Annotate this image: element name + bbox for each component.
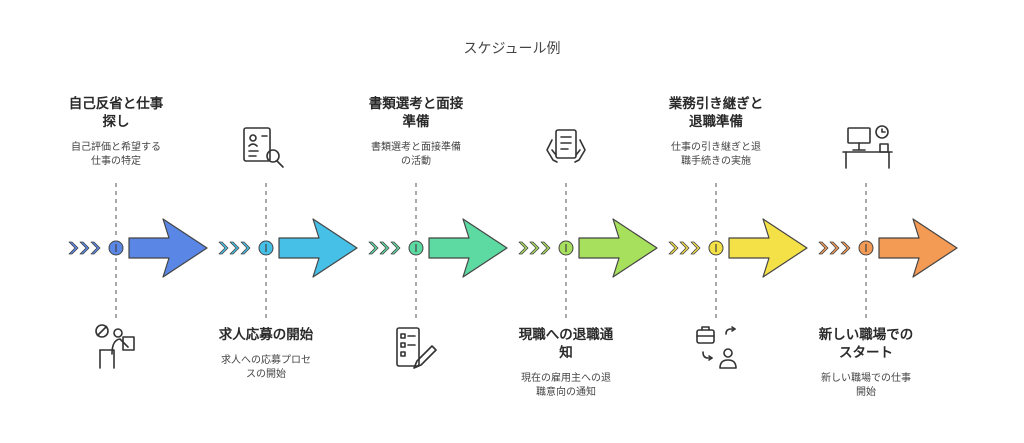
hands-document-icon xyxy=(546,129,586,163)
stage-1-chevron-1 xyxy=(68,241,79,255)
stage-6-title-line: スタート xyxy=(839,345,893,361)
stage-1-description: 自己評価と希望する仕事の特定 xyxy=(41,141,191,169)
stage-5-chevron-3 xyxy=(690,241,701,255)
stage-1-title-line: 自己反省と仕事 xyxy=(68,96,164,112)
stage-3-description: 書類選考と面接準備の活動 xyxy=(341,141,491,169)
briefcase-handover-icon xyxy=(696,326,737,369)
stage-2-description-line: 求人への応募プロセ xyxy=(221,355,311,366)
stage-2: 求人応募の開始求人への応募プロセスの開始 xyxy=(191,326,341,382)
stage-5-description-line: 仕事の引き継ぎと退 xyxy=(671,142,761,153)
stage-3-title-line: 準備 xyxy=(402,114,430,130)
stage-4-description: 現在の雇用主への退職意向の通知 xyxy=(491,372,641,400)
desk-clock-icon xyxy=(842,125,893,169)
stage-1-chevron-2 xyxy=(79,241,90,255)
stage-2-chevron-3 xyxy=(240,241,251,255)
stage-1-description-line: 仕事の特定 xyxy=(91,156,141,167)
stage-6-title-line: 新しい職場での xyxy=(818,327,914,343)
stage-6-arrow xyxy=(878,218,958,278)
stage-6-chevron-2 xyxy=(829,241,840,255)
stage-2-title: 求人応募の開始 xyxy=(191,326,341,344)
stage-5-description: 仕事の引き継ぎと退職手続きの実施 xyxy=(641,141,791,169)
stage-3-chevron-2 xyxy=(379,241,390,255)
diagram-title: スケジュール例 xyxy=(463,41,561,57)
stage-5-title: 業務引き継ぎと退職準備 xyxy=(641,95,791,131)
stage-2-chevron-2 xyxy=(229,241,240,255)
stage-3: 書類選考と面接準備書類選考と面接準備の活動 xyxy=(341,95,491,169)
stage-2-description-line: スの開始 xyxy=(246,369,286,380)
stage-5: 業務引き継ぎと退職準備仕事の引き継ぎと退職手続きの実施 xyxy=(641,95,791,169)
stage-1-title-line: 探し xyxy=(102,114,130,130)
stage-6-chevron-1 xyxy=(818,241,829,255)
stage-2-title-line: 求人応募の開始 xyxy=(218,327,314,343)
stage-5-chevron-1 xyxy=(668,241,679,255)
stage-5-chevron-2 xyxy=(679,241,690,255)
stage-6-description: 新しい職場での仕事開始 xyxy=(791,372,941,400)
stage-4-title-line: 知 xyxy=(559,345,573,361)
stage-3-chevron-3 xyxy=(390,241,401,255)
stage-4-title: 現職への退職通知 xyxy=(491,326,641,362)
stage-5-description-line: 職手続きの実施 xyxy=(681,156,751,167)
stage-1-chevron-3 xyxy=(90,241,101,255)
stage-1-description-line: 自己評価と希望する xyxy=(71,142,161,153)
stage-2-description: 求人への応募プロセスの開始 xyxy=(191,354,341,382)
stage-5-title-line: 退職準備 xyxy=(689,114,743,130)
stage-3-title-line: 書類選考と面接 xyxy=(368,96,464,112)
stage-3-description-line: の活動 xyxy=(401,156,431,167)
stage-4: 現職への退職通知現在の雇用主への退職意向の通知 xyxy=(491,326,641,400)
stage-4-description-line: 現在の雇用主への退 xyxy=(521,373,611,384)
stage-1: 自己反省と仕事探し自己評価と希望する仕事の特定 xyxy=(41,95,191,169)
stage-4-chevron-2 xyxy=(529,241,540,255)
stage-6-chevron-3 xyxy=(840,241,851,255)
stage-1-title: 自己反省と仕事探し xyxy=(41,95,191,131)
stage-4-chevron-1 xyxy=(518,241,529,255)
stage-4-chevron-3 xyxy=(540,241,551,255)
stage-6-description-line: 開始 xyxy=(856,387,876,398)
checklist-pencil-icon xyxy=(396,327,437,369)
stage-4-title-line: 現職への退職通 xyxy=(518,327,614,343)
stage-3-description-line: 書類選考と面接準備 xyxy=(371,142,461,153)
person-prohibited-icon xyxy=(95,324,135,369)
stage-2-chevron-1 xyxy=(218,241,229,255)
stage-6-title: 新しい職場でのスタート xyxy=(791,326,941,362)
stage-2-arrow xyxy=(278,218,358,278)
stage-3-title: 書類選考と面接準備 xyxy=(341,95,491,131)
stage-3-chevron-1 xyxy=(368,241,379,255)
stage-6: 新しい職場でのスタート新しい職場での仕事開始 xyxy=(791,326,941,400)
stage-4-description-line: 職意向の通知 xyxy=(536,387,596,398)
stage-4-arrow xyxy=(578,218,658,278)
stage-6-description-line: 新しい職場での仕事 xyxy=(821,373,911,384)
document-search-icon xyxy=(243,127,284,168)
stage-3-arrow xyxy=(428,218,508,278)
stage-5-arrow xyxy=(728,218,808,278)
stage-1-arrow xyxy=(128,218,208,278)
stage-5-title-line: 業務引き継ぎと xyxy=(668,96,764,112)
